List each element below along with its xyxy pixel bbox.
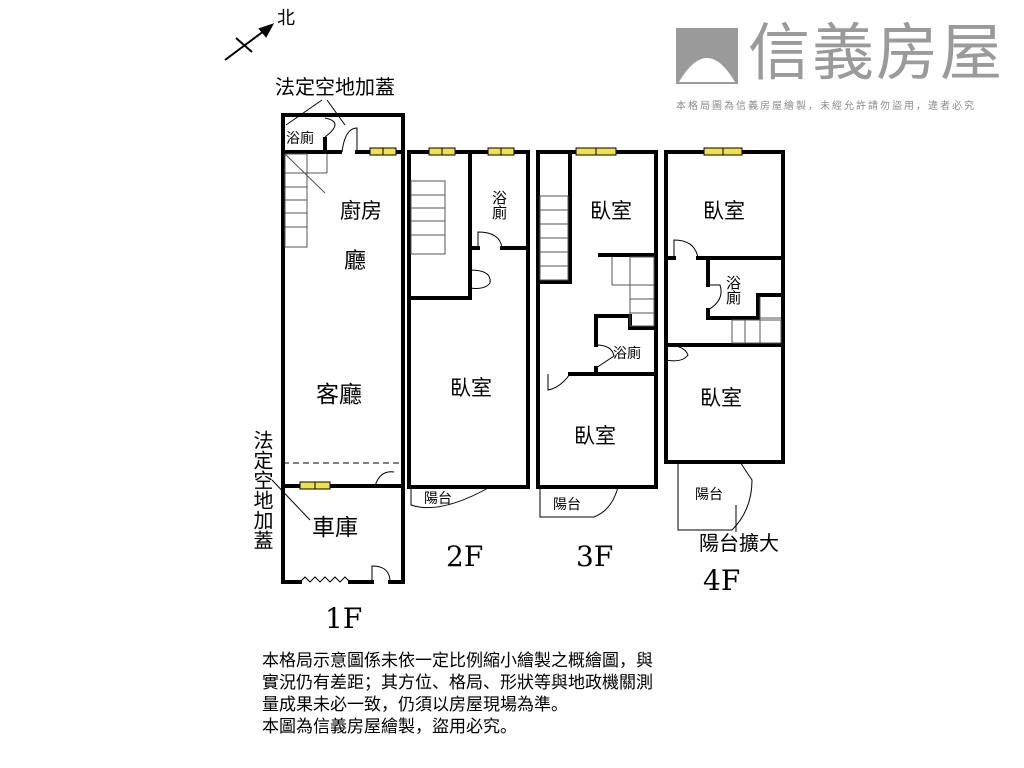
label-1f-hall: 廳 — [344, 249, 366, 274]
label-4f-bath: 浴廁 — [724, 275, 742, 306]
label-1f: 1F — [325, 602, 362, 635]
garage-door — [299, 576, 351, 583]
label-1f-annex-top: 法定空地加蓋 — [275, 75, 395, 99]
label-4f-bedroom2: 臥室 — [700, 386, 742, 410]
label-1f-annex-side: 法定空地加蓋 — [250, 430, 274, 550]
stairs-1f — [284, 153, 328, 248]
label-4f: 4F — [703, 564, 740, 597]
label-4f-bedroom1: 臥室 — [703, 199, 745, 223]
label-4f-balcony-ext: 陽台擴大 — [699, 531, 779, 555]
stairs-2f — [410, 180, 446, 255]
label-2f-bath: 浴廁 — [490, 190, 508, 221]
label-3f-bath: 浴廁 — [613, 345, 641, 362]
label-2f-balcony: 陽台 — [424, 491, 452, 507]
label-3f-bedroom1: 臥室 — [590, 199, 632, 223]
label-1f-kitchen: 廚房 — [340, 199, 382, 223]
floor-1f-walls — [281, 113, 405, 584]
north-arrow-icon — [224, 23, 275, 61]
floor-2f-walls — [407, 150, 530, 489]
label-2f: 2F — [446, 540, 483, 573]
note-line: 本圖為信義房屋繪製，盜用必究。 — [262, 717, 517, 737]
label-1f-bath: 浴廁 — [286, 130, 314, 147]
disclaimer-notes: 本格局示意圖係未依一定比例縮小繪製之概繪圖，與 實況仍有差距；其方位、格局、形狀… — [262, 650, 802, 738]
label-1f-garage: 車庫 — [312, 515, 358, 541]
label-4f-balcony: 陽台 — [695, 487, 723, 503]
note-line: 量成果未必一致，仍須以房屋現場為準。 — [262, 695, 568, 715]
windows — [299, 147, 743, 490]
label-3f: 3F — [576, 540, 613, 573]
stairs-3f — [539, 195, 655, 327]
balconies — [410, 461, 753, 531]
north-label: 北 — [277, 8, 295, 29]
doors — [324, 117, 722, 583]
watermark-logo — [676, 28, 738, 84]
leader-lines — [271, 99, 737, 532]
note-line: 實況仍有差距；其方位、格局、形狀等與地政機關測 — [262, 673, 653, 693]
watermark-brand: 信義房屋 — [748, 16, 1005, 89]
label-2f-bedroom: 臥室 — [450, 376, 492, 400]
watermark-notice: 本格局圖為信義房屋繪製，未經允許請勿盜用，違者必究 — [676, 101, 976, 112]
note-line: 本格局示意圖係未依一定比例縮小繪製之概繪圖，與 — [262, 651, 653, 671]
label-3f-balcony: 陽台 — [553, 497, 581, 513]
stairs-4f — [731, 297, 782, 344]
label-1f-living: 客廳 — [316, 382, 362, 408]
label-3f-bedroom2: 臥室 — [574, 424, 616, 448]
